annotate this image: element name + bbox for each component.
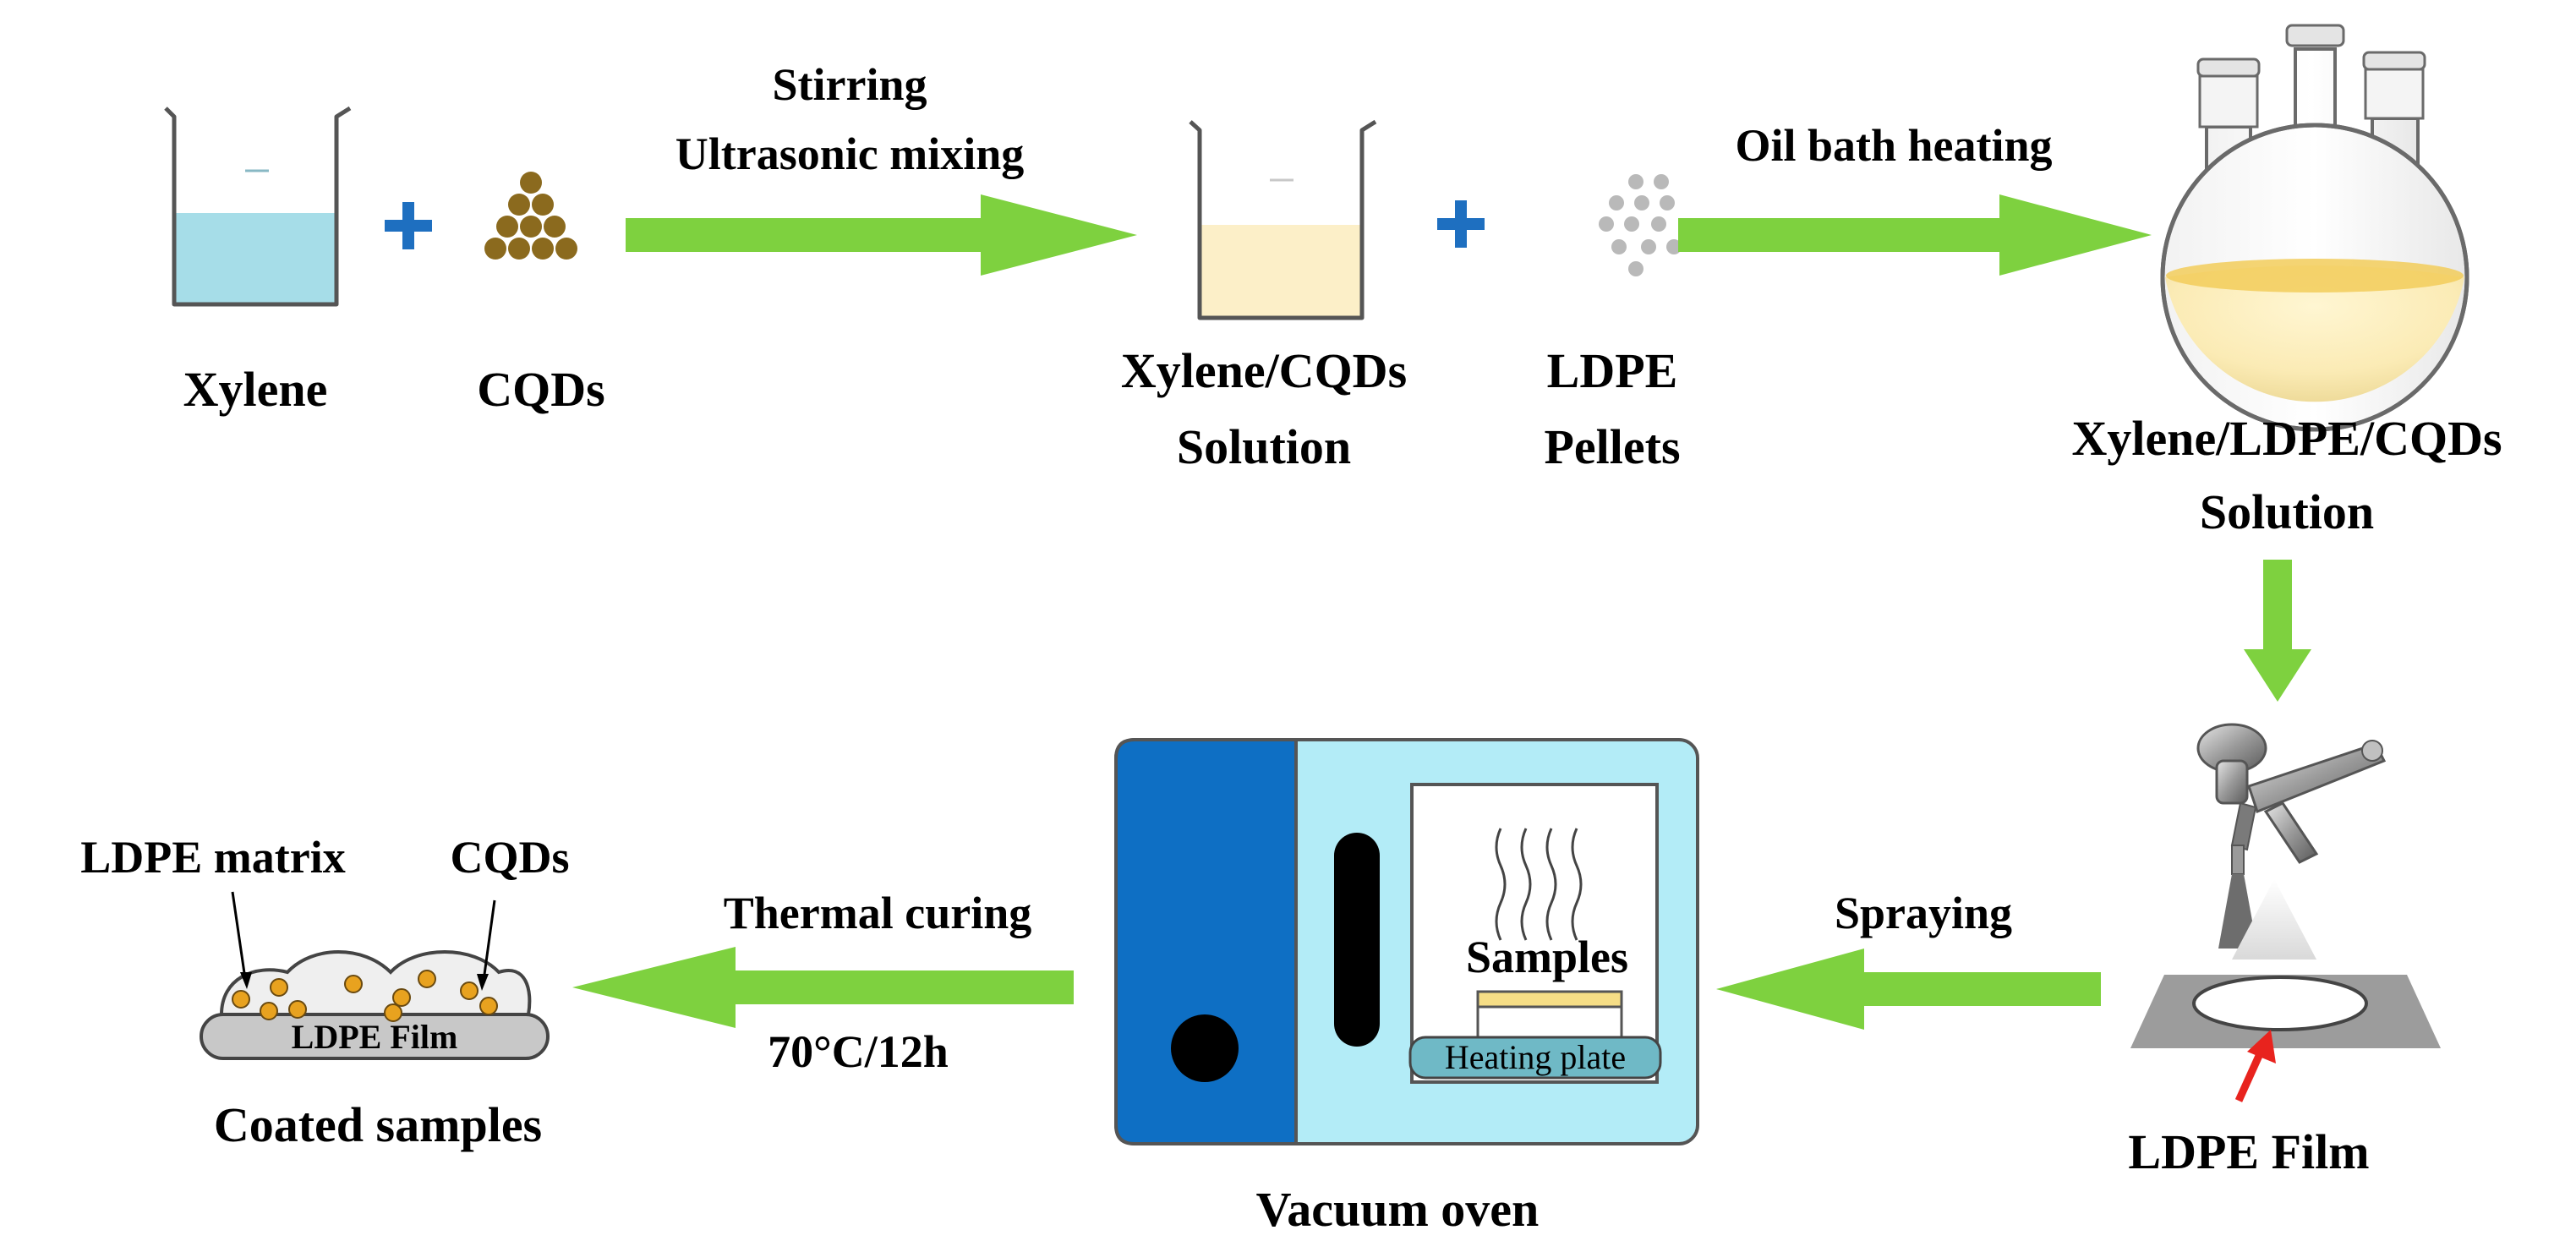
vacuum-oven <box>1114 738 1699 1145</box>
label-final-solution-2: Solution <box>2200 484 2374 539</box>
cqd-dot <box>508 194 530 216</box>
arrow-down <box>2244 560 2311 702</box>
cqd-dot <box>520 216 542 238</box>
label-xylene-cqds-solution: Solution <box>1177 419 1351 474</box>
ldpe-pellet <box>1654 174 1669 189</box>
xylene-beaker <box>164 106 352 307</box>
ldpe-pellet <box>1651 216 1666 232</box>
label-cqds-coated: CQDs <box>450 832 569 883</box>
heating-plate <box>1408 1036 1662 1080</box>
label-ldpe-film-inner: LDPE Film <box>292 1018 458 1056</box>
label-ldpe: LDPE <box>1547 343 1678 398</box>
ldpe-pellet <box>1660 195 1675 210</box>
cqd-dot <box>520 172 542 194</box>
label-samples: Samples <box>1466 932 1628 982</box>
ldpe-pellet <box>1628 261 1643 276</box>
ldpe-pellet <box>1599 216 1614 232</box>
plus-icon <box>385 202 432 249</box>
cqd-dot <box>484 238 506 260</box>
label-spraying: Spraying <box>1835 888 2012 938</box>
label-cqds: CQDs <box>477 362 604 417</box>
xylene-liquid <box>174 213 336 304</box>
ldpe-pellet <box>1628 174 1643 189</box>
cqd-dot <box>384 1003 402 1022</box>
ldpe-pellet <box>1634 195 1649 210</box>
spray-cone <box>2232 879 2316 960</box>
ldpe-pellets-icon <box>1599 174 1682 276</box>
label-coated-samples: Coated samples <box>214 1097 542 1152</box>
label-pellets: Pellets <box>1544 419 1680 474</box>
cqd-dot <box>344 975 363 993</box>
label-thermal-curing: Thermal curing <box>724 888 1031 938</box>
red-arrow-icon <box>2234 1030 2276 1102</box>
label-xylene: Xylene <box>183 362 328 417</box>
label-stirring: Stirring <box>773 59 927 110</box>
cqd-dot <box>232 990 250 1009</box>
cqd-dot <box>532 194 554 216</box>
label-temp-time: 70°C/12h <box>768 1026 949 1077</box>
label-ldpe-matrix: LDPE matrix <box>80 832 345 883</box>
ldpe-pellet <box>1666 239 1682 254</box>
ldpe-matrix-coating <box>219 950 532 1016</box>
cqd-dot <box>460 981 479 1000</box>
cqd-dot <box>270 978 288 997</box>
cqd-dot <box>496 216 518 238</box>
cqd-dot <box>260 1002 278 1020</box>
cqd-dot <box>479 997 498 1015</box>
cqd-particles-icon <box>484 172 577 260</box>
ldpe-pellet <box>1641 239 1656 254</box>
arrow-thermal-curing <box>572 947 1074 1028</box>
three-neck-flask <box>2160 24 2469 432</box>
cqd-dot <box>392 988 411 1007</box>
arrow-oil-bath <box>1678 194 2152 276</box>
label-ldpe-film: LDPE Film <box>2128 1124 2369 1179</box>
label-xylene-cqds: Xylene/CQDs <box>1121 343 1407 398</box>
cqd-dots <box>232 970 498 1022</box>
label-ultrasonic: Ultrasonic mixing <box>675 128 1025 179</box>
oven-handle <box>1334 833 1380 1047</box>
cqd-dot <box>418 970 436 988</box>
xylene-cqds-liquid <box>1200 225 1362 318</box>
coated-sample <box>200 950 550 1060</box>
arrow-spraying <box>1716 949 2101 1030</box>
ldpe-pellet <box>1611 239 1627 254</box>
ldpe-film-plate <box>2130 975 2441 1048</box>
label-oil-bath: Oil bath heating <box>1735 120 2052 171</box>
label-final-solution: Xylene/LDPE/CQDs <box>2071 411 2502 466</box>
ldpe-pellet <box>1624 216 1639 232</box>
label-heating-plate: Heating plate <box>1445 1038 1626 1076</box>
plus-icon <box>1437 200 1485 248</box>
ldpe-pellet <box>1609 195 1624 210</box>
cqd-dot <box>544 216 566 238</box>
cqd-dot <box>555 238 577 260</box>
arrow-stirring <box>626 194 1137 276</box>
pointer-arrows <box>231 891 496 991</box>
label-vacuum-oven: Vacuum oven <box>1256 1182 1540 1237</box>
cqd-dot <box>508 238 530 260</box>
cqd-dot <box>288 1000 307 1019</box>
xylene-cqds-beaker <box>1189 119 1377 320</box>
cqd-dot <box>532 238 554 260</box>
